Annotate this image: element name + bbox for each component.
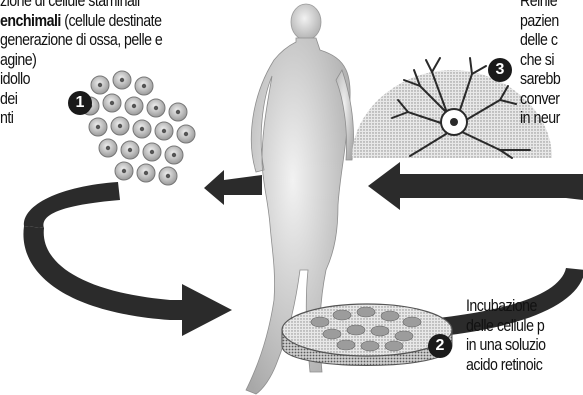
step3-line-7: in neur xyxy=(520,109,560,129)
step1-line-5: idollo xyxy=(0,70,162,90)
petri-dish xyxy=(282,304,452,366)
step3-text: Reinie pazien delle c che si sarebb conv… xyxy=(520,0,560,129)
step2-line-3: in una soluzio xyxy=(466,336,546,356)
step2-badge: 2 xyxy=(428,334,452,358)
step3-badge: 3 xyxy=(488,58,512,82)
step2-text: Incubazione delle cellule p in una soluz… xyxy=(466,297,546,375)
step1-line-1: zione di cellule staminali xyxy=(0,0,162,12)
step3-line-4: che si xyxy=(520,51,560,71)
step3-line-3: delle c xyxy=(520,31,560,51)
step1-line-2: enchimali (cellule destinate xyxy=(0,12,162,32)
step1-badge: 1 xyxy=(68,91,92,115)
step1-line-3: generazione di ossa, pelle e xyxy=(0,31,162,51)
step3-line-5: sarebb xyxy=(520,70,560,90)
step3-line-6: conver xyxy=(520,90,560,110)
step3-line-2: pazien xyxy=(520,12,560,32)
step2-line-4: acido retinoic xyxy=(466,356,546,376)
step3-line-1: Reinie xyxy=(520,0,560,12)
cycle-arrow-lower xyxy=(23,182,232,336)
cycle-arrow-left-short xyxy=(204,170,262,205)
step2-line-1: Incubazione xyxy=(466,297,546,317)
step1-line-2-rest: (cellule destinate xyxy=(61,12,162,30)
step1-keyword: enchimali xyxy=(0,12,61,30)
step1-line-4: agine) xyxy=(0,51,162,71)
step2-line-2: delle cellule p xyxy=(466,317,546,337)
